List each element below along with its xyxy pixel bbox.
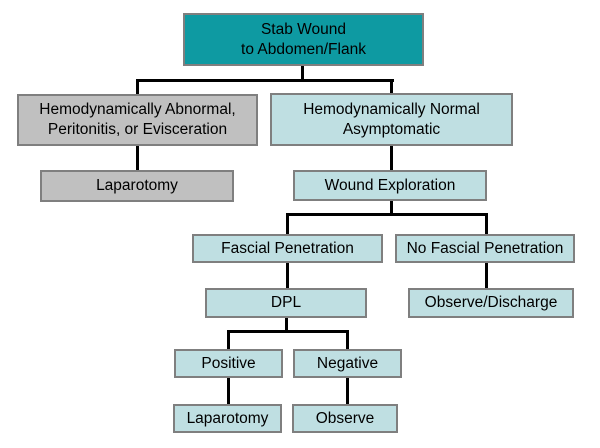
node-no-fascial-penetration: No Fascial Penetration [395, 234, 575, 263]
node-label: Observe/Discharge [424, 294, 558, 311]
node-label: Wound Exploration [324, 176, 456, 194]
node-hemodynamically-abnormal: Hemodynamically Abnormal, Peritonitis, o… [17, 94, 258, 146]
connector-positive-laparotomy [227, 378, 230, 404]
connector-split2-left-drop [286, 213, 289, 234]
node-label: Laparotomy [186, 409, 269, 427]
node-stab-wound-to-abdomen-flank: Stab Wound to Abdomen/Flank [183, 13, 424, 66]
node-laparotomy-left: Laparotomy [40, 170, 234, 202]
connector-split3-right-drop [346, 330, 349, 349]
node-wound-exploration: Wound Exploration [293, 170, 487, 201]
node-label: DPL [270, 294, 302, 311]
node-label: Negative [316, 354, 379, 372]
node-positive: Positive [174, 349, 283, 378]
connector-normal-wound-exploration [390, 146, 393, 170]
node-label: Laparotomy [96, 177, 178, 194]
node-label: Positive [201, 354, 256, 372]
connector-fascial-dpl [286, 263, 289, 288]
connector-split3-left-drop [227, 330, 230, 349]
connector-abnormal-laparotomy [136, 146, 139, 170]
connector-split1-right-drop [390, 79, 393, 93]
node-label: No Fascial Penetration [406, 239, 564, 257]
connector-split3-horizontal [227, 330, 349, 333]
node-observe-discharge: Observe/Discharge [408, 288, 574, 318]
connector-dpl-down [285, 318, 288, 333]
node-observe: Observe [292, 404, 398, 433]
node-label: Hemodynamically Abnormal, Peritonitis, o… [39, 101, 236, 138]
node-dpl: DPL [205, 288, 367, 318]
node-hemodynamically-normal: Hemodynamically Normal Asymptomatic [270, 93, 513, 146]
connector-negative-observe [346, 378, 349, 404]
connector-nofascial-observe-discharge [485, 263, 488, 288]
connector-split1-left-drop [136, 79, 139, 94]
node-label: Stab Wound to Abdomen/Flank [241, 20, 366, 58]
node-label: Observe [315, 409, 375, 427]
node-label: Fascial Penetration [221, 239, 354, 257]
connector-wound-exploration-down [390, 201, 393, 216]
connector-root-down [301, 66, 304, 82]
node-negative: Negative [293, 349, 402, 378]
node-fascial-penetration: Fascial Penetration [192, 234, 383, 263]
node-laparotomy-bottom: Laparotomy [173, 404, 282, 433]
connector-split1-horizontal [136, 79, 394, 82]
connector-split2-horizontal [286, 213, 488, 216]
connector-split2-right-drop [485, 213, 488, 234]
node-label: Hemodynamically Normal Asymptomatic [303, 100, 480, 138]
